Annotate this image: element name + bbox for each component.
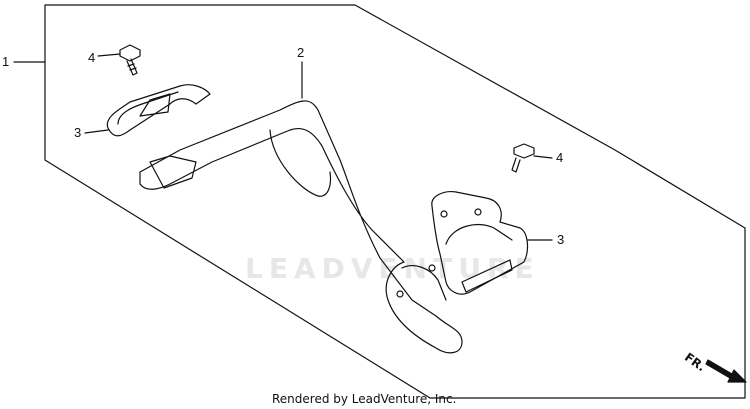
leader-3-left xyxy=(84,129,109,134)
footer-credit: Rendered by LeadVenture, Inc. xyxy=(272,392,457,406)
bolt-right-drawing xyxy=(511,143,553,173)
leader-4-right xyxy=(533,155,553,159)
assembly-boundary xyxy=(44,61,746,399)
stay-left-drawing xyxy=(84,84,211,137)
callout-2: 2 xyxy=(297,45,305,60)
leader-4-left xyxy=(97,53,121,57)
callout-4-left: 4 xyxy=(88,50,96,65)
stay-right-drawing xyxy=(431,191,553,295)
bolt-left-drawing xyxy=(97,44,141,76)
callout-3-left: 3 xyxy=(74,125,82,140)
front-arrow-icon xyxy=(705,359,747,383)
callout-1: 1 xyxy=(2,54,10,69)
callout-4-right: 4 xyxy=(556,150,564,165)
callout-3-right: 3 xyxy=(557,232,565,247)
assembly-boundary-top xyxy=(44,4,746,229)
pedal-drawing xyxy=(139,61,463,354)
watermark-text: LEADVENTURE xyxy=(245,252,540,285)
